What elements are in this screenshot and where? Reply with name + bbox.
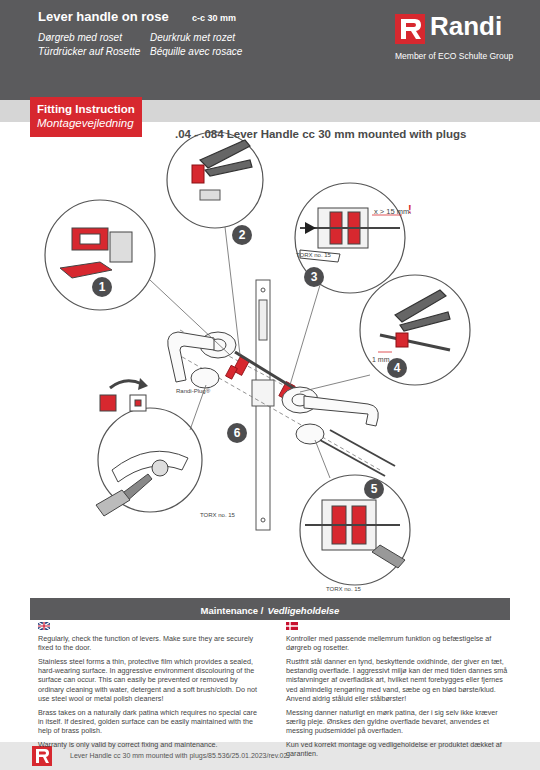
maintenance-text: Warranty is only valid by correct fixing… (38, 740, 258, 749)
footer-text: Lever Handle cc 30 mm mounted with plugs… (70, 752, 287, 760)
maintenance-band: Maintenance /Vedligeholdelse (30, 598, 510, 620)
callout-number: 4 (387, 358, 407, 378)
header-subtitle: Dørgreb med roset (38, 32, 122, 44)
node-heading: Maintenance / (201, 605, 264, 617)
maintenance-text: Rustfrit stål danner en tynd, beskyttend… (286, 657, 508, 704)
maintenance-text: Brass takes on a naturally dark patina w… (38, 708, 258, 736)
callout-number: 2 (232, 225, 252, 245)
callout-number: 5 (364, 479, 384, 499)
dimension-label: x > 15 mm. (374, 208, 411, 217)
warning-mark: ! (408, 203, 412, 216)
header-subtitle: Türdrücker auf Rosette (38, 46, 140, 58)
callout-number: 6 (227, 423, 247, 443)
node-heading: Fitting Instruction (37, 102, 135, 116)
header-subtitle: Béquille avec rosace (150, 46, 242, 58)
callout-number: 1 (92, 277, 112, 297)
callout-number: 3 (304, 267, 324, 287)
dimension-label: 1 mm (372, 356, 390, 364)
tool-label: TORX no. 15 (296, 252, 331, 259)
fitting-instruction-box: Fitting InstructionMontagevejledning (30, 97, 142, 137)
node-subheading: Vedligeholdelse (267, 605, 339, 617)
node-subheading: Montagevejledning (37, 116, 135, 130)
tool-label: TORX no. 15 (326, 586, 361, 593)
maintenance-text: Regularly, check the function of levers.… (38, 634, 258, 653)
maintenance-text: Stainless steel forms a thin, protective… (38, 657, 258, 704)
header-subtitle: Deurkruk met rozet (150, 32, 235, 44)
header-title: Lever handle on rose (38, 10, 169, 25)
maintenance-text: Kun ved korrekt montage og vedligeholdel… (286, 740, 508, 759)
brand-name: Randi (430, 12, 502, 42)
maintenance-text: Messing danner naturligt en mørk patina,… (286, 708, 508, 736)
brand-tagline: Member of ECO Schulte Group (395, 52, 513, 62)
header-spec: c-c 30 mm (192, 13, 236, 23)
maintenance-text: Kontroller med passende mellemrum funkti… (286, 634, 508, 653)
tool-label: TORX no. 15 (200, 512, 235, 519)
part-name: Randi-Plug® (176, 388, 210, 395)
page-title: .04 - .084 Lever Handle cc 30 mm mounted… (175, 128, 466, 141)
